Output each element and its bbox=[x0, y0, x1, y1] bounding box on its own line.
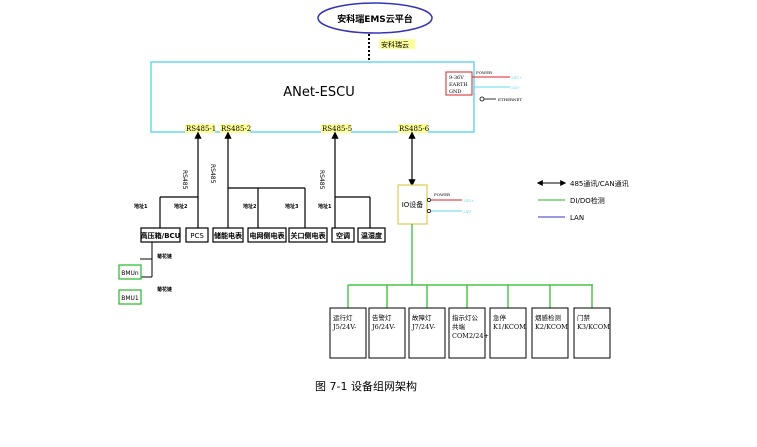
device-ac-box bbox=[331, 227, 355, 243]
port-rs485-1: RS485-1 bbox=[186, 125, 216, 133]
output-device-1-line-2: J5/24V- bbox=[332, 323, 357, 331]
dido-drops bbox=[347, 285, 593, 308]
escu-title: ANet-ESCU bbox=[283, 85, 354, 100]
output-device-box-3 bbox=[408, 307, 446, 359]
output-device-7-line-1: 门禁 bbox=[577, 313, 591, 322]
io-power-minus-label: 24V- bbox=[463, 209, 473, 214]
output-device-box-7 bbox=[573, 307, 611, 359]
output-device-7-line-2: K3/KCOM bbox=[577, 323, 610, 331]
io-power-label: POWER bbox=[434, 192, 451, 197]
cloud-link-label-bg bbox=[379, 39, 415, 49]
bmun-label: BMUn bbox=[121, 270, 139, 277]
port-rs485-5: RS485-5 bbox=[322, 125, 352, 133]
cloud-link-label: 安科瑞云 bbox=[381, 40, 409, 49]
output-device-5-line-2: K1/KCOM bbox=[493, 323, 526, 331]
escu-power-line-2: EARTH bbox=[449, 82, 468, 88]
io-power-minus-terminal-icon bbox=[427, 209, 431, 213]
bus-5-label: RS485 bbox=[318, 170, 325, 190]
legend: 485通讯/CAN通讯 DI/DO检测 LAN bbox=[536, 179, 629, 222]
bmun-box bbox=[118, 264, 142, 280]
addr-label-ac: 地址1 bbox=[318, 203, 332, 210]
device-grid-meter-box bbox=[247, 227, 287, 243]
escu-ethernet-label: ETHERNET bbox=[498, 97, 522, 102]
escu-power-block bbox=[445, 71, 473, 96]
output-device-4-line-3: COM2/24+ bbox=[452, 332, 489, 340]
escu-box bbox=[150, 61, 475, 133]
addr-label-pcs: 地址2 bbox=[174, 203, 188, 210]
device-storage-meter-box bbox=[212, 227, 244, 243]
device-pcs-label: PCS bbox=[190, 232, 204, 240]
output-device-1-line-1: 运行灯 bbox=[333, 313, 353, 322]
escu-power-line-3: GND bbox=[449, 89, 461, 95]
output-device-box-5 bbox=[489, 307, 527, 359]
output-device-6-line-1: 烟感检测 bbox=[535, 313, 562, 322]
device-bcu-label: 高压箱/BCU bbox=[141, 231, 181, 240]
device-grid-meter-label: 电网侧电表 bbox=[250, 231, 286, 240]
output-device-box-1 bbox=[329, 307, 367, 359]
addr-label-bcu: 地址1 bbox=[134, 203, 148, 210]
bmu1-label: BMU1 bbox=[121, 295, 139, 302]
io-device-label: IO设备 bbox=[402, 200, 424, 209]
device-gateway-meter-label: 关口侧电表 bbox=[291, 231, 327, 240]
port-rs485-2: RS485-2 bbox=[221, 125, 251, 133]
output-device-box-6 bbox=[531, 307, 569, 359]
output-device-box-4 bbox=[448, 307, 486, 359]
device-th-box bbox=[357, 227, 386, 243]
escu-power-minus-label: 24V- bbox=[511, 85, 521, 90]
io-power-plus-label: 24V+ bbox=[463, 198, 474, 203]
escu-power-label: POWER bbox=[476, 70, 493, 75]
escu-ethernet-port-icon bbox=[479, 96, 485, 102]
output-device-2-line-2: J6/24V- bbox=[371, 323, 396, 331]
legend-lan-label: LAN bbox=[570, 214, 584, 222]
io-device-box bbox=[397, 184, 428, 225]
port-rs485-6: RS485-6 bbox=[399, 125, 430, 133]
device-gateway-meter-box bbox=[288, 227, 328, 243]
output-device-5-line-1: 急停 bbox=[493, 313, 507, 322]
legend-dido-label: DI/DO检测 bbox=[570, 196, 605, 205]
port-rs485-1-bg bbox=[185, 124, 215, 133]
io-power-plus-terminal-icon bbox=[427, 198, 431, 202]
addr-label-grid: 地址2 bbox=[243, 203, 257, 210]
cloud-platform-ellipse bbox=[317, 2, 433, 34]
chain-label-bottom: 菊花链 bbox=[157, 286, 173, 293]
output-device-6-line-2: K2/KCOM bbox=[535, 323, 568, 331]
output-device-box-2 bbox=[368, 307, 406, 359]
bmu1-box bbox=[118, 289, 142, 305]
bus-1-label: RS485 bbox=[181, 170, 188, 190]
escu-power-line-1: 9-36V bbox=[449, 75, 464, 81]
device-th-label: 温湿度 bbox=[361, 231, 383, 240]
escu-power-plus-label: 24V+ bbox=[511, 75, 522, 80]
output-device-4-line-1: 指示灯公 bbox=[452, 313, 479, 322]
output-device-3-line-1: 故障灯 bbox=[412, 313, 432, 322]
port-rs485-6-bg bbox=[398, 124, 428, 133]
bus-2-label: RS485 bbox=[209, 164, 216, 184]
addr-label-gateway: 地址3 bbox=[285, 203, 299, 210]
port-rs485-2-bg bbox=[220, 124, 250, 133]
port-rs485-5-bg bbox=[321, 124, 351, 133]
output-device-4-line-2: 共端 bbox=[452, 322, 466, 331]
cloud-platform-label: 安科瑞EMS云平台 bbox=[337, 13, 413, 25]
device-bcu-box bbox=[140, 227, 181, 243]
device-storage-meter-label: 储能电表 bbox=[213, 231, 243, 240]
output-device-2-line-1: 告警灯 bbox=[372, 313, 392, 322]
chain-label-top: 菊花链 bbox=[157, 253, 173, 260]
device-pcs-box bbox=[185, 227, 209, 243]
output-device-3-line-2: J7/24V- bbox=[411, 323, 436, 331]
figure-caption: 图 7-1 设备组网架构 bbox=[315, 379, 417, 393]
device-ac-label: 空调 bbox=[336, 231, 350, 240]
legend-485-label: 485通讯/CAN通讯 bbox=[570, 179, 629, 188]
